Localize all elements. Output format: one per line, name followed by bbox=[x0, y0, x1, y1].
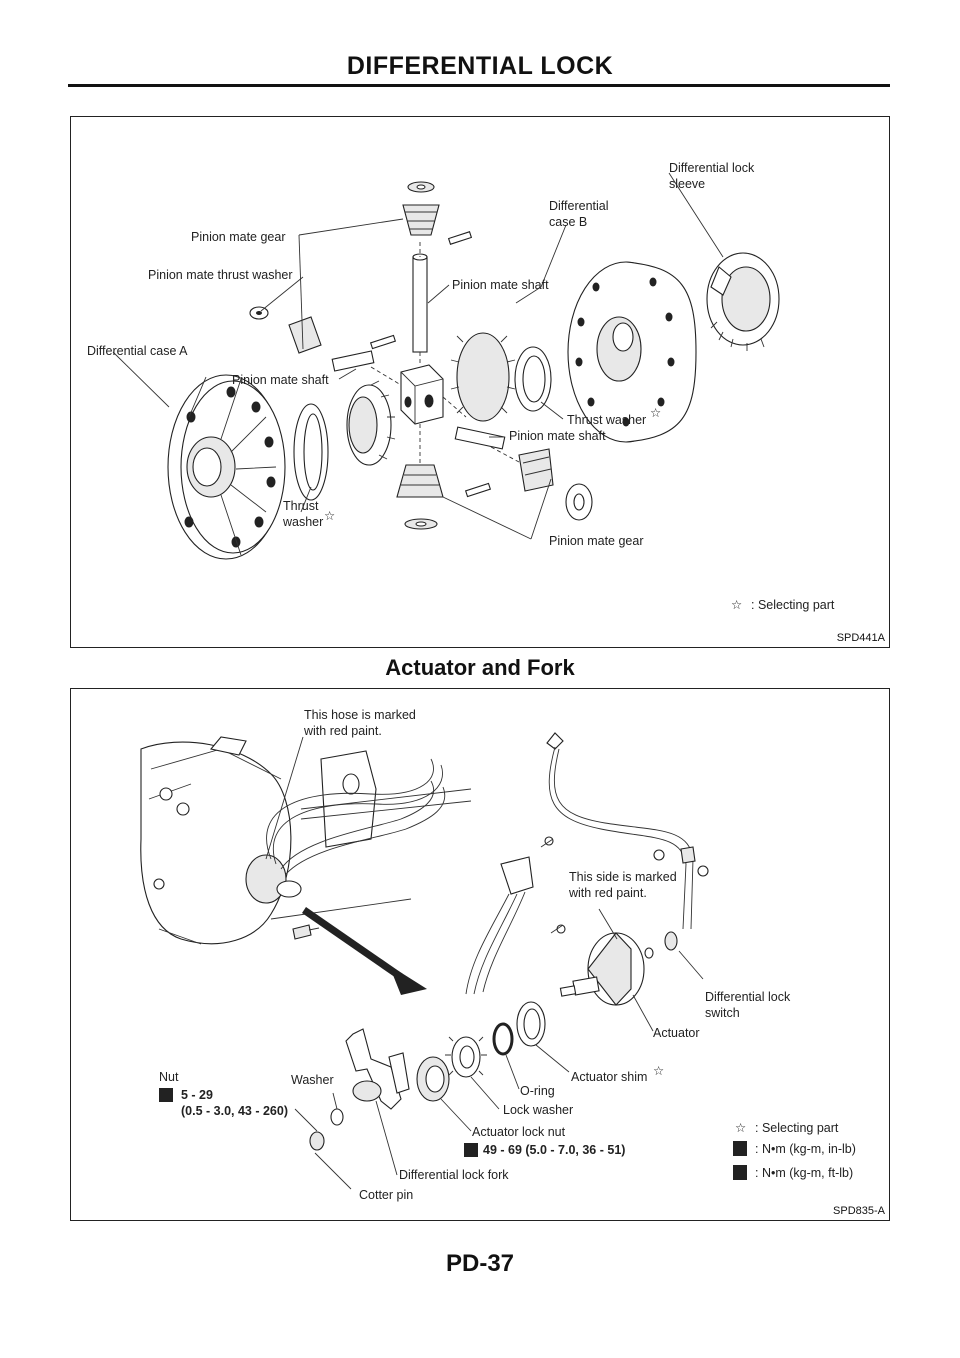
label-thrust-left-1: Thrust bbox=[283, 499, 319, 513]
leader-lines-2 bbox=[265, 736, 704, 1190]
figure-id-2: SPD835-A bbox=[833, 1205, 885, 1217]
figure-id: SPD441A bbox=[836, 632, 885, 644]
selecting-part-mark-1: ☆ bbox=[650, 406, 661, 420]
thrust-washer-left-drawing bbox=[293, 403, 329, 501]
torque-ftlb-icon bbox=[733, 1165, 747, 1180]
leader-lines bbox=[112, 172, 724, 540]
label-diff-lock-sleeve-1: Differential lock bbox=[669, 161, 755, 175]
legend-symbol: ☆ bbox=[731, 598, 742, 612]
header-rule bbox=[68, 84, 890, 87]
side-gear-left-drawing bbox=[346, 380, 396, 466]
label-pinion-mate-shaft-1: Pinion mate shaft bbox=[452, 278, 549, 292]
torque-wrench-icon bbox=[464, 1143, 478, 1157]
legend-symbol-2: ☆ bbox=[735, 1121, 746, 1135]
label-hose-marked-2: with red paint. bbox=[303, 724, 382, 738]
pinion-mate-assembly-drawing bbox=[249, 181, 593, 530]
actuator-fork-drawing: This hose is marked with red paint. This… bbox=[140, 708, 856, 1202]
label-lock-washer: Lock washer bbox=[503, 1103, 573, 1117]
selecting-part-mark-3: ☆ bbox=[653, 1064, 664, 1078]
carrier-housing-drawing bbox=[140, 736, 472, 945]
actuator-drawing bbox=[559, 932, 645, 1006]
differential-lock-fork-drawing bbox=[309, 1028, 410, 1178]
direction-arrow bbox=[302, 907, 427, 995]
hose-bracket-drawing bbox=[465, 836, 566, 995]
torque-wrench-icon bbox=[159, 1088, 173, 1102]
label-washer: Washer bbox=[291, 1073, 334, 1087]
label-pinion-mate-thrust-washer: Pinion mate thrust washer bbox=[148, 268, 293, 282]
label-diff-case-b-2: case B bbox=[549, 215, 587, 229]
label-nut: Nut bbox=[159, 1070, 179, 1084]
label-nut-torque-2: (0.5 - 3.0, 43 - 260) bbox=[181, 1104, 288, 1118]
legend-selecting-part-2: : Selecting part bbox=[755, 1121, 839, 1135]
label-cotter-pin: Cotter pin bbox=[359, 1188, 413, 1202]
label-thrust-washer-right: Thrust washer bbox=[567, 413, 646, 427]
torque-inlb-icon bbox=[733, 1141, 747, 1156]
page-number: PD-37 bbox=[445, 1250, 515, 1277]
lock-washer-drawing bbox=[445, 1036, 487, 1078]
label-side-marked-1: This side is marked bbox=[569, 870, 677, 884]
o-ring-drawing bbox=[492, 1022, 514, 1056]
differential-case-b-drawing bbox=[567, 261, 697, 443]
label-differential-case-a: Differential case A bbox=[87, 344, 188, 358]
section-title: Actuator and Fork bbox=[385, 655, 575, 680]
label-diff-lock-switch-1: Differential lock bbox=[705, 990, 791, 1004]
differential-case-a-drawing bbox=[167, 374, 286, 560]
actuator-shim-drawing bbox=[516, 1001, 546, 1047]
figure-differential-exploded: Differential lock sleeve Differential ca… bbox=[70, 116, 890, 648]
label-pinion-mate-gear-bottom: Pinion mate gear bbox=[549, 534, 644, 548]
label-thrust-left-2: washer bbox=[282, 515, 323, 529]
label-pinion-mate-gear-top: Pinion mate gear bbox=[191, 230, 286, 244]
label-side-marked-2: with red paint. bbox=[568, 886, 647, 900]
label-diff-case-b-1: Differential bbox=[549, 199, 609, 213]
label-o-ring: O-ring bbox=[520, 1084, 555, 1098]
label-diff-lock-fork: Differential lock fork bbox=[399, 1168, 509, 1182]
legend-selecting-part: : Selecting part bbox=[751, 598, 835, 612]
figure-actuator-and-fork: This hose is marked with red paint. This… bbox=[70, 688, 890, 1221]
actuator-lock-nut-drawing bbox=[416, 1056, 450, 1102]
label-actuator-lock-nut: Actuator lock nut bbox=[472, 1125, 566, 1139]
label-diff-lock-switch-2: switch bbox=[705, 1006, 740, 1020]
legend-nm-ftlb: : N•m (kg-m, ft-lb) bbox=[755, 1166, 853, 1180]
label-hose-marked-1: This hose is marked bbox=[304, 708, 416, 722]
label-pinion-mate-shaft-3: Pinion mate shaft bbox=[509, 429, 606, 443]
label-nut-torque-1: 5 - 29 bbox=[181, 1088, 213, 1102]
label-actuator-shim: Actuator shim bbox=[571, 1070, 647, 1084]
lock-switch-harness-drawing bbox=[546, 732, 709, 959]
label-actuator: Actuator bbox=[653, 1026, 700, 1040]
differential-exploded-drawing: Differential lock sleeve Differential ca… bbox=[87, 161, 835, 612]
label-lock-nut-torque: 49 - 69 (5.0 - 7.0, 36 - 51) bbox=[483, 1143, 625, 1157]
legend-nm-inlb: : N•m (kg-m, in-lb) bbox=[755, 1142, 856, 1156]
label-pinion-mate-shaft-2: Pinion mate shaft bbox=[232, 373, 329, 387]
page-header-title: DIFFERENTIAL LOCK bbox=[346, 52, 614, 80]
thrust-washer-right-drawing bbox=[514, 346, 552, 412]
label-diff-lock-sleeve-2: sleeve bbox=[669, 177, 705, 191]
selecting-part-mark-2: ☆ bbox=[324, 509, 335, 523]
differential-lock-sleeve-drawing bbox=[706, 252, 780, 351]
